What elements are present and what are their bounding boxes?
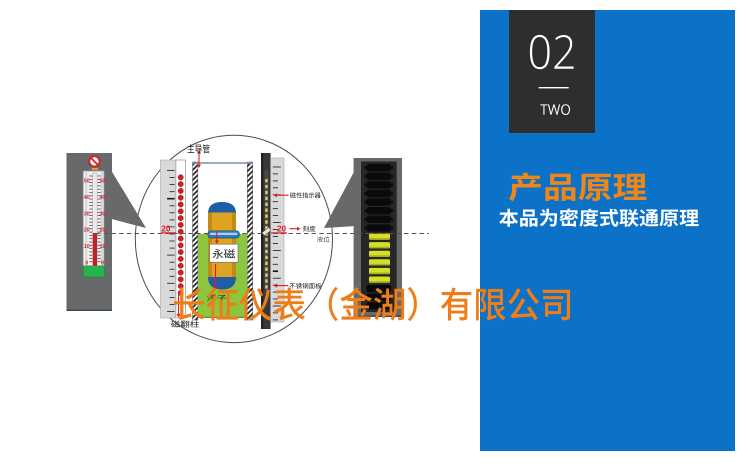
svg-text:50: 50 — [100, 179, 106, 185]
svg-text:0: 0 — [85, 261, 88, 267]
svg-text:10: 10 — [84, 244, 90, 250]
svg-text:30: 30 — [84, 211, 90, 217]
svg-text:50: 50 — [84, 179, 90, 185]
svg-text:10: 10 — [100, 244, 106, 250]
svg-text:20: 20 — [84, 228, 90, 234]
svg-text:40: 40 — [100, 195, 106, 201]
svg-text:40: 40 — [84, 195, 90, 201]
svg-text:30: 30 — [100, 211, 106, 217]
svg-text:20: 20 — [277, 225, 287, 234]
svg-text:20: 20 — [161, 225, 171, 234]
svg-text:20: 20 — [100, 228, 106, 234]
svg-text:0: 0 — [101, 261, 104, 267]
